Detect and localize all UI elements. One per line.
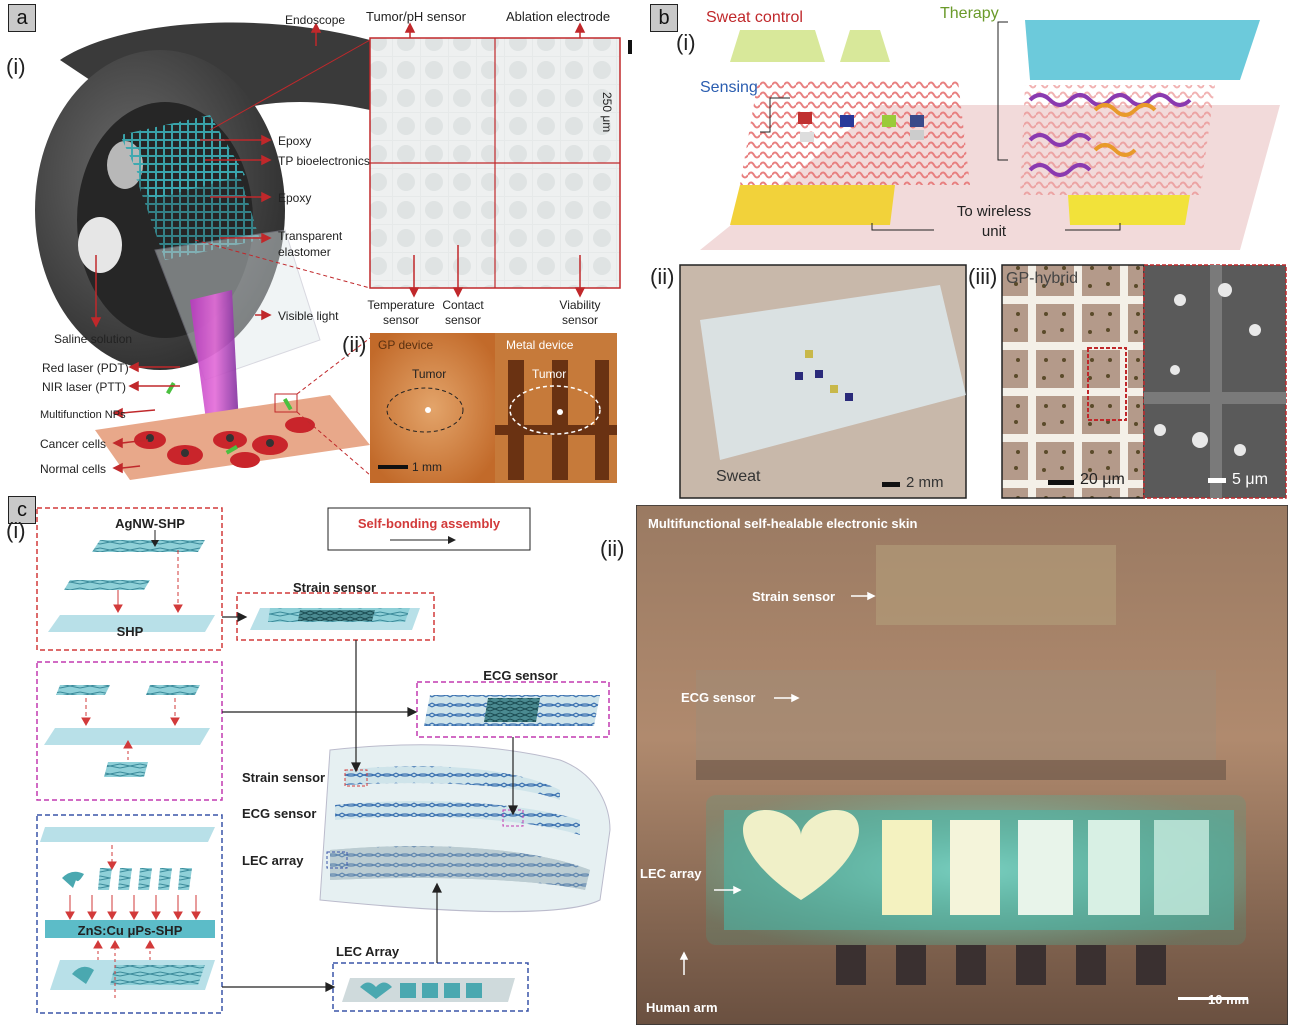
panel-a-sub-i: (i) — [6, 54, 26, 79]
label-strain-sensor-device: Strain sensor — [242, 770, 326, 785]
label-tumor-ph-sensor: Tumor/pH sensor — [366, 9, 466, 24]
label-sensing: Sensing — [700, 79, 758, 96]
label-ecg-sensor-top: ECG sensor — [483, 668, 558, 683]
ecg-sensor-box — [416, 681, 610, 738]
label-multifunction-nps: Multifunction NPs — [40, 409, 126, 421]
panel-c-sub-i: (i) — [6, 518, 26, 543]
lec-array-box — [332, 962, 529, 1012]
label-scale-10mm: 10 mm — [1208, 992, 1250, 1007]
label-photo-strain: Strain sensor — [752, 589, 836, 604]
e-skin-photo — [636, 505, 1288, 1025]
label-gp-hybrid: GP-hybrid — [1006, 270, 1079, 287]
lec-box — [36, 814, 223, 1014]
label-lec-array-device: LEC array — [242, 853, 304, 868]
label-gp-device: GP device — [378, 338, 434, 352]
label-shp: SHP — [116, 624, 144, 639]
ecg-box — [36, 661, 223, 801]
gp-device-image — [370, 333, 495, 483]
label-ablation-electrode: Ablation electrode — [506, 9, 611, 24]
panel-b-illustration — [679, 20, 1287, 499]
label-tp-bioelectronics: TP bioelectronics — [278, 154, 370, 168]
panel-a-illustration — [35, 22, 632, 483]
gp-hybrid-micrograph — [1001, 264, 1145, 499]
label-scale-250um: 250 μm — [600, 92, 614, 133]
panel-label-c: c — [8, 496, 36, 524]
label-lec-array-box: LEC Array — [336, 944, 400, 959]
panel-b-sub-i: (i) — [676, 30, 696, 55]
label-photo-arm: Human arm — [646, 1000, 718, 1015]
label-viability-sensor: Viability sensor — [559, 298, 601, 327]
label-temperature-sensor: Temperature sensor — [367, 298, 435, 327]
label-contact-sensor: Contact sensor — [442, 298, 484, 327]
label-epoxy-1: Epoxy — [278, 134, 312, 148]
label-endoscope: Endoscope — [285, 13, 346, 27]
sensing-layer — [740, 80, 970, 185]
laser-beam — [190, 290, 240, 450]
label-photo-lec: LEC array — [640, 866, 702, 881]
label-red-laser: Red laser (PDT) — [42, 361, 129, 375]
label-self-bonding-assembly: Self-bonding assembly — [357, 516, 501, 531]
agnw-box — [36, 507, 223, 651]
label-ecg-sensor-device: ECG sensor — [242, 806, 317, 821]
sweat-wireless-pads — [730, 185, 895, 225]
panel-a-sub-ii: (ii) — [342, 332, 367, 357]
panel-c-illustration — [36, 507, 611, 1014]
label-normal-cells: Normal cells — [40, 462, 107, 476]
panel-label-b: b — [650, 4, 678, 32]
label-tumor-2: Tumor — [532, 367, 567, 381]
panel-b-sub-iii: (iii) — [968, 264, 998, 289]
label-sweat: Sweat — [716, 468, 761, 485]
panel-label-a: a — [8, 4, 36, 32]
legend-self-bonding — [327, 507, 531, 551]
label-saline-solution: Saline solution — [54, 332, 133, 346]
panel-b-sub-ii: (ii) — [650, 264, 675, 289]
label-photo-title: Multifunctional self-healable electronic… — [648, 516, 918, 531]
label-scale-5um: 5 μm — [1232, 471, 1268, 488]
label-agnw-shp: AgNW-SHP — [115, 516, 185, 531]
label-to-wireless-unit: To wireless unit — [956, 203, 1032, 240]
label-tumor-1: Tumor — [412, 367, 447, 381]
label-cancer-cells: Cancer cells — [40, 437, 107, 451]
label-transparent-elastomer: Transparent elastomer — [278, 229, 343, 259]
label-photo-ecg: ECG sensor — [681, 690, 756, 705]
label-sweat-control: Sweat control — [706, 9, 803, 26]
label-scale-2mm: 2 mm — [906, 474, 944, 491]
label-scale-20um: 20 μm — [1080, 471, 1125, 488]
panel-c-sub-ii: (ii) — [600, 536, 625, 561]
label-metal-device: Metal device — [506, 338, 574, 352]
label-zns-shp: ZnS:Cu μPs-SHP — [77, 923, 183, 938]
label-nir-laser: NIR laser (PTT) — [42, 380, 126, 394]
label-epoxy-2: Epoxy — [278, 191, 312, 205]
label-scale-1mm: 1 mm — [412, 460, 442, 474]
sweat-control-pad — [730, 30, 825, 62]
therapy-layer — [1025, 20, 1260, 80]
label-strain-sensor-top: Strain sensor — [292, 580, 377, 595]
label-therapy: Therapy — [940, 5, 999, 22]
label-visible-light: Visible light — [278, 309, 339, 323]
